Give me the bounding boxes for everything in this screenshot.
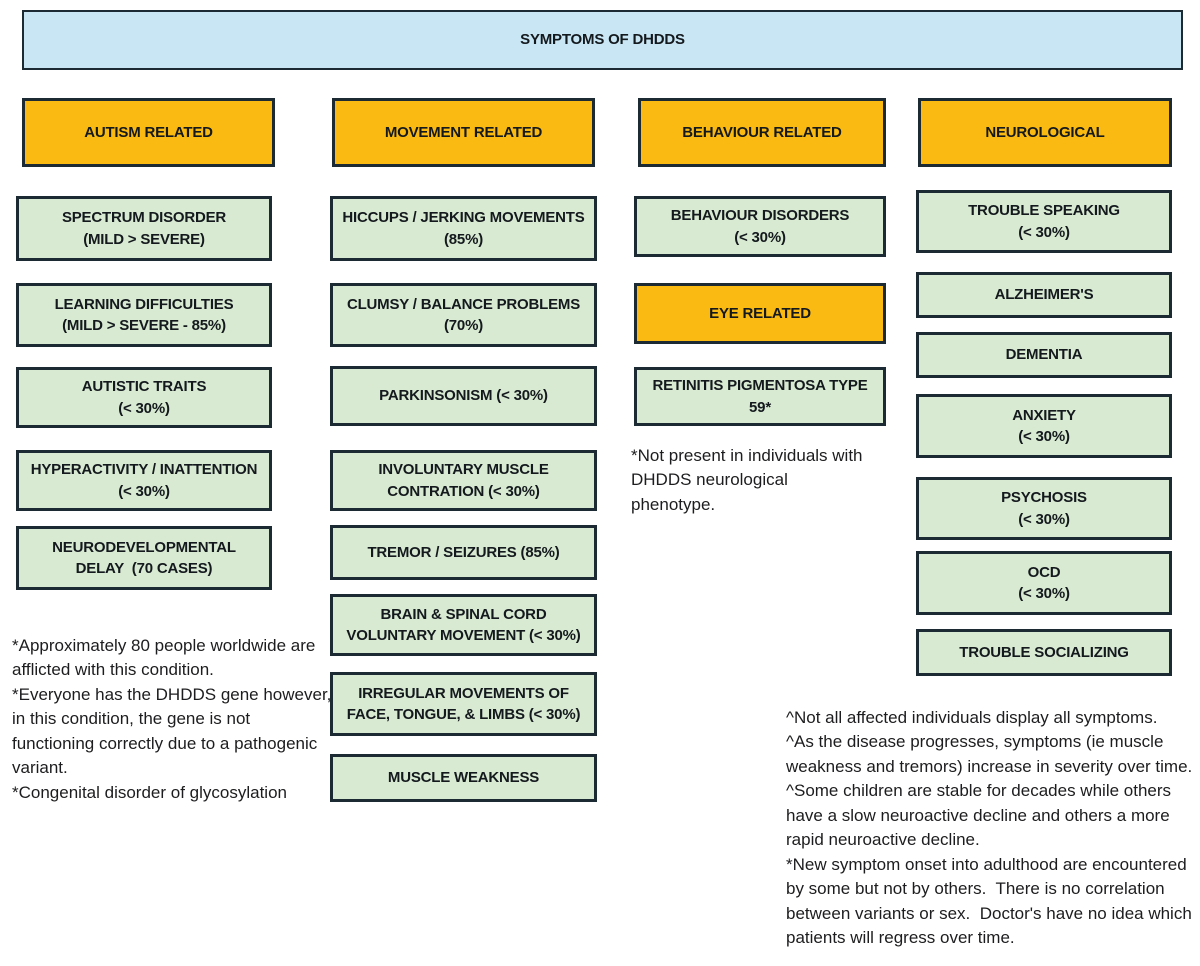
symptom-box-trouble-speaking: TROUBLE SPEAKING (< 30%): [916, 190, 1172, 253]
footnote-eye-related: *Not present in individuals with DHDDS n…: [631, 446, 863, 514]
footnote-autism-column: *Approximately 80 people worldwide are a…: [12, 636, 332, 802]
symptom-box-alzheimers: ALZHEIMER'S: [916, 272, 1172, 318]
category-header-neurological: NEUROLOGICAL: [918, 98, 1172, 167]
symptom-box-irregular-movements: IRREGULAR MOVEMENTS OF FACE, TONGUE, & L…: [330, 672, 597, 736]
symptom-box-clumsy-balance: CLUMSY / BALANCE PROBLEMS (70%): [330, 283, 597, 347]
category-header-eye: EYE RELATED: [634, 283, 886, 344]
symptom-box-neurodevelopmental-delay: NEURODEVELOPMENTAL DELAY (70 CASES): [16, 526, 272, 590]
symptom-box-behaviour-disorders: BEHAVIOUR DISORDERS (< 30%): [634, 196, 886, 257]
footnote-general: ^Not all affected individuals display al…: [786, 708, 1193, 948]
category-header-behaviour: BEHAVIOUR RELATED: [638, 98, 886, 167]
symptom-box-brain-spinal-cord: BRAIN & SPINAL CORD VOLUNTARY MOVEMENT (…: [330, 594, 597, 656]
symptom-box-muscle-weakness: MUSCLE WEAKNESS: [330, 754, 597, 802]
category-header-autism: AUTISM RELATED: [22, 98, 275, 167]
symptom-box-learning-difficulties: LEARNING DIFFICULTIES (MILD > SEVERE - 8…: [16, 283, 272, 347]
symptom-box-hyperactivity-inattention: HYPERACTIVITY / INATTENTION (< 30%): [16, 450, 272, 511]
symptom-box-retinitis-pigmentosa: RETINITIS PIGMENTOSA TYPE 59*: [634, 367, 886, 426]
diagram-title: SYMPTOMS OF DHDDS: [22, 10, 1183, 70]
symptom-box-autistic-traits: AUTISTIC TRAITS (< 30%): [16, 367, 272, 428]
symptom-box-hiccups-jerking: HICCUPS / JERKING MOVEMENTS (85%): [330, 196, 597, 261]
symptom-box-parkinsonism: PARKINSONISM (< 30%): [330, 366, 597, 426]
symptom-box-dementia: DEMENTIA: [916, 332, 1172, 378]
category-header-movement: MOVEMENT RELATED: [332, 98, 595, 167]
symptom-box-spectrum-disorder: SPECTRUM DISORDER (MILD > SEVERE): [16, 196, 272, 261]
symptom-box-ocd: OCD (< 30%): [916, 551, 1172, 615]
symptom-box-tremor-seizures: TREMOR / SEIZURES (85%): [330, 525, 597, 580]
symptom-box-anxiety: ANXIETY (< 30%): [916, 394, 1172, 458]
symptom-box-trouble-socializing: TROUBLE SOCIALIZING: [916, 629, 1172, 676]
symptom-box-psychosis: PSYCHOSIS (< 30%): [916, 477, 1172, 540]
symptom-box-involuntary-muscle-contration: INVOLUNTARY MUSCLE CONTRATION (< 30%): [330, 450, 597, 511]
